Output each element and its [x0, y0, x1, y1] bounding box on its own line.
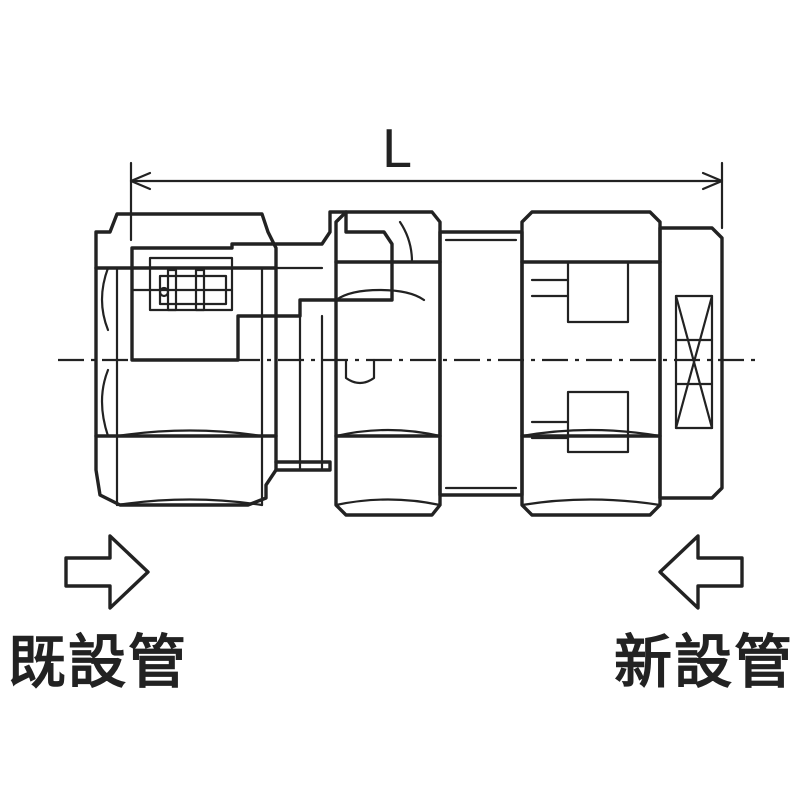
arrow-left-icon [658, 534, 744, 610]
dimension-arrow-right [701, 171, 724, 191]
right-hex-nut [520, 210, 662, 517]
dimension-label: L [382, 120, 411, 180]
dimension-arrow-left [129, 171, 152, 191]
left-compression-nut [94, 212, 278, 507]
dimension-l: L [129, 120, 724, 242]
right-end-cap [658, 226, 724, 500]
existing-pipe-label: 既設管 [8, 628, 188, 696]
coupling-sleeve [438, 230, 524, 497]
central-body [130, 210, 394, 472]
middle-hex-nut [334, 210, 442, 517]
arrow-right-icon [64, 534, 150, 610]
new-pipe-label: 新設管 [614, 628, 794, 696]
